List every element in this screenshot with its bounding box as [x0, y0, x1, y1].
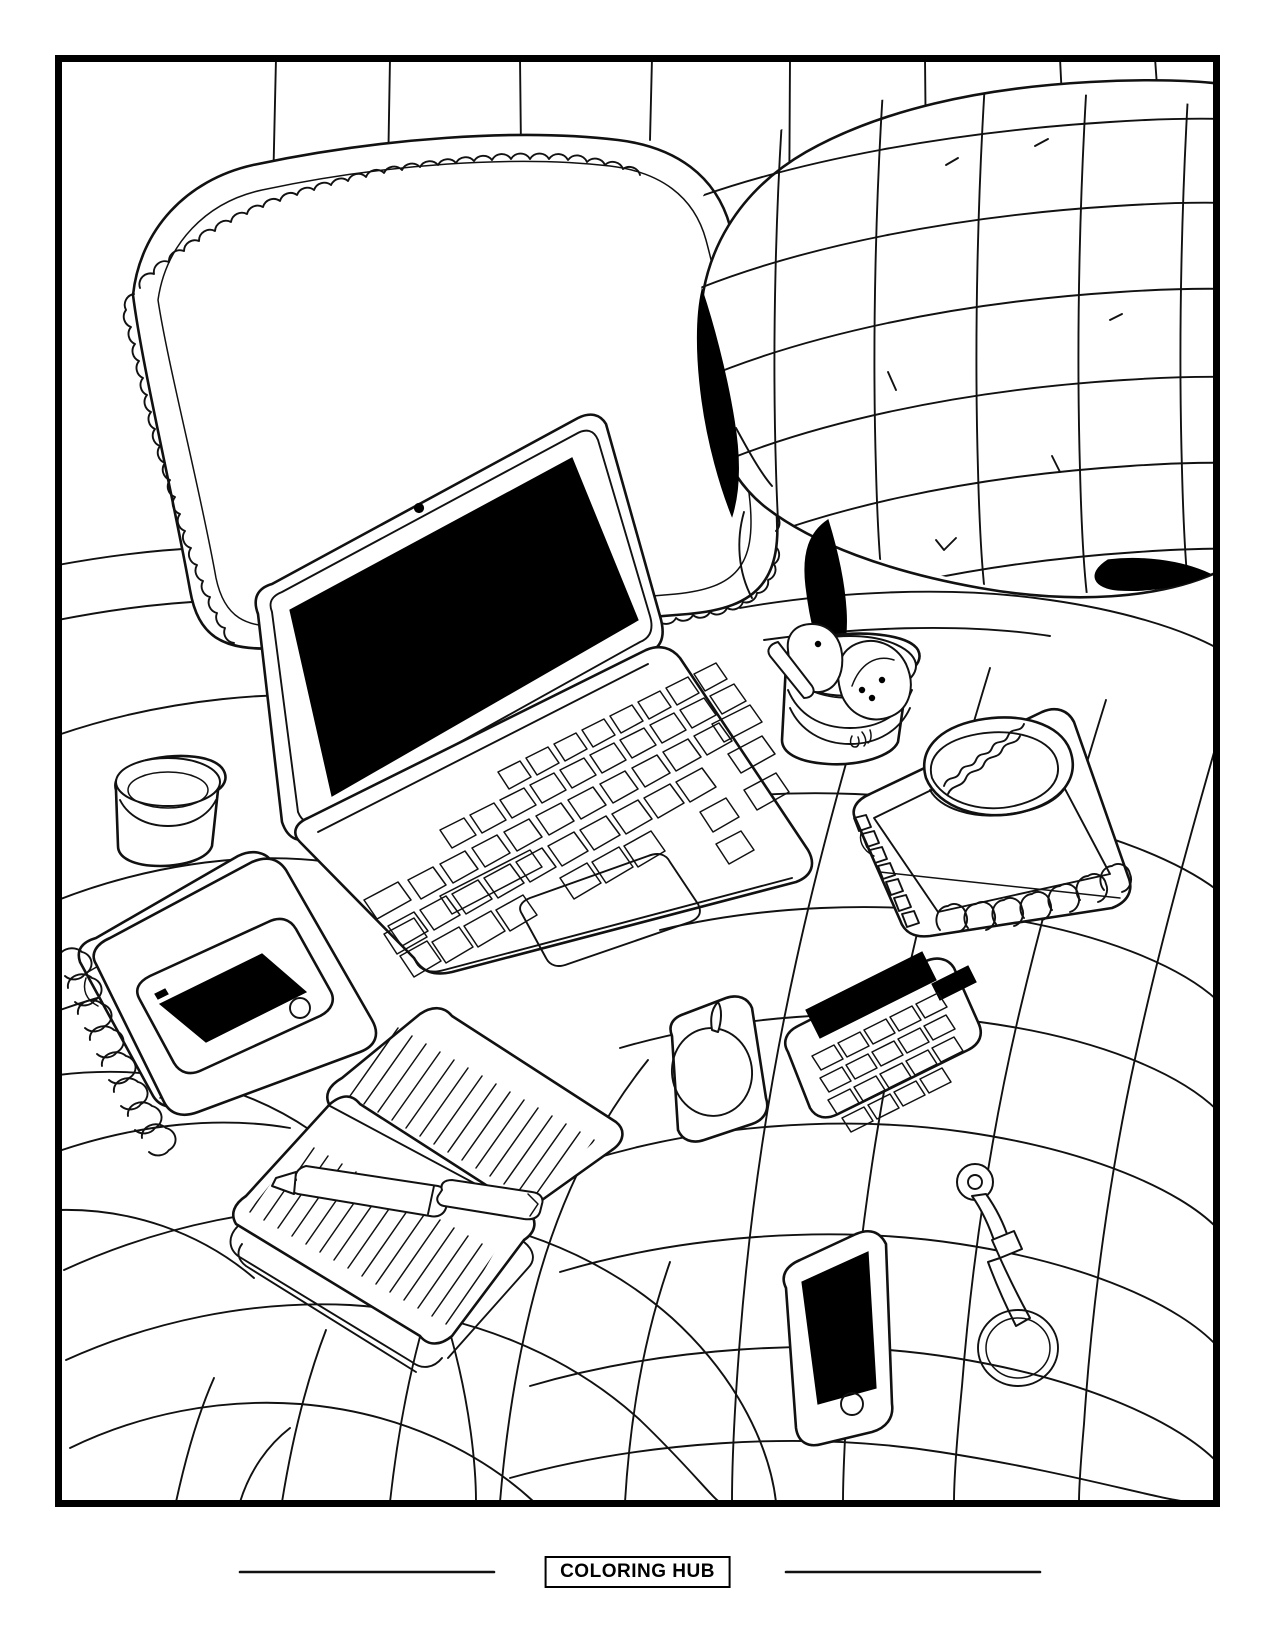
page-border [55, 55, 1220, 1507]
calculator-display [805, 951, 937, 1039]
candle-jar [114, 754, 227, 868]
laptop-keyboard [363, 662, 790, 978]
ballpoint-pen [271, 1165, 544, 1221]
spiral-notebook-sandwich [852, 708, 1133, 938]
apple-tag-card [669, 995, 769, 1143]
spiral-binding-left [58, 947, 177, 1157]
sandwich [923, 716, 1075, 817]
smartphone-left [136, 917, 334, 1075]
plaid-pattern [700, 92, 1217, 594]
spiral-binding-right [935, 863, 1133, 933]
laptop-webcam [413, 502, 425, 514]
plaid-pillow [696, 78, 1217, 680]
earbuds [956, 1163, 1059, 1387]
cup-logo-scribble [849, 729, 872, 748]
calculator [784, 951, 982, 1133]
spiral-binding-right-left-edge [853, 814, 920, 928]
calculator-keys [811, 992, 964, 1133]
coloring-hub-badge: COLORING HUB [544, 1556, 731, 1588]
pillow-trim-top [138, 152, 641, 289]
coffee-cup [767, 623, 921, 766]
pillow-trim-bottom [659, 546, 781, 625]
laptop [254, 413, 814, 978]
open-notebook [229, 1006, 624, 1373]
calculator-solar-strip [931, 965, 977, 1001]
pillow-trim-left [122, 293, 235, 644]
smartphone-bottom [782, 1230, 894, 1447]
